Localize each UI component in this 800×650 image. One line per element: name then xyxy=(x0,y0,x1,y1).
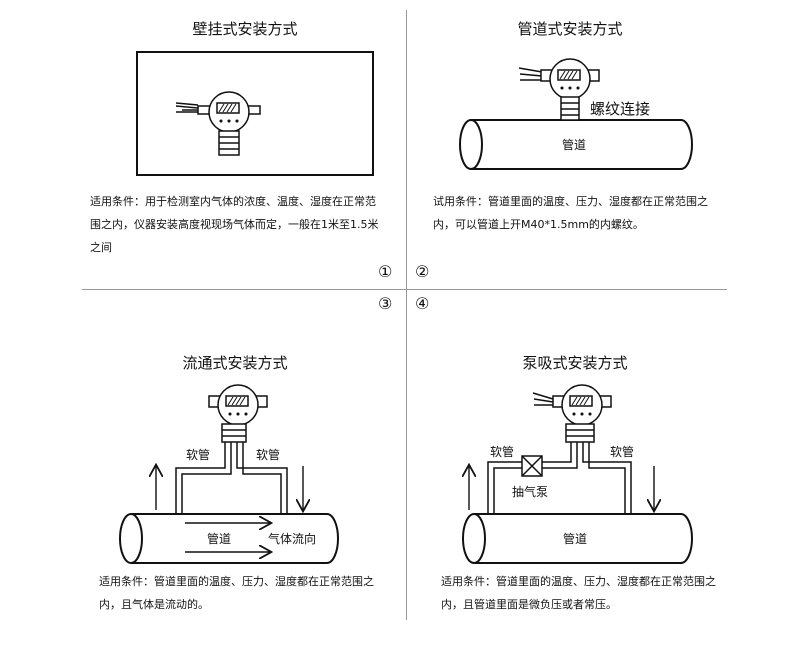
hose-right-label-3: 软管 xyxy=(256,448,281,462)
panel-2-title: 管道式安装方式 xyxy=(517,20,623,38)
hoses-4 xyxy=(487,442,632,514)
detector-1 xyxy=(175,91,261,156)
thread-connection-label: 螺纹连接 xyxy=(590,100,651,118)
marker-1: ① xyxy=(378,262,393,281)
pipe-label-3: 管道 xyxy=(207,532,232,546)
panel-1-note: 适用条件：用于检测室内气体的浓度、温度、湿度在正常范围之内，仪器安装高度视现场气… xyxy=(90,195,379,254)
gas-flow-label: 气体流向 xyxy=(268,532,317,546)
flow-arrows-3 xyxy=(156,466,303,552)
hose-right-label-4: 软管 xyxy=(610,445,635,459)
pipe-label-2: 管道 xyxy=(562,138,587,152)
detector-4 xyxy=(532,384,612,443)
pipe-2 xyxy=(459,119,693,170)
detector-2 xyxy=(518,58,600,121)
marker-4: ④ xyxy=(415,294,430,313)
panel-1-title: 壁挂式安装方式 xyxy=(192,20,298,38)
vertical-divider xyxy=(406,10,407,620)
detector-3 xyxy=(208,384,268,443)
marker-3: ③ xyxy=(378,294,393,313)
panel-2-note: 试用条件：管道里面的温度、压力、湿度都在正常范围之内，可以管道上开M40*1.5… xyxy=(433,195,708,231)
pump-box xyxy=(521,455,543,477)
panel-3-note: 适用条件：管道里面的温度、压力、湿度都在正常范围之内，且气体是流动的。 xyxy=(99,575,374,611)
panel-4-note: 适用条件：管道里面的温度、压力、湿度都在正常范围之内，且管道里面是微负压或者常压… xyxy=(441,575,716,611)
pipe-label-4: 管道 xyxy=(563,532,588,546)
wall-board xyxy=(136,51,374,176)
marker-2: ② xyxy=(415,262,430,281)
hoses-3 xyxy=(175,442,288,514)
pump-label: 抽气泵 xyxy=(512,485,549,499)
flow-arrows-4 xyxy=(469,466,654,510)
pipe-4 xyxy=(462,513,693,564)
horizontal-divider xyxy=(82,289,727,290)
hose-left-label-3: 软管 xyxy=(186,448,211,462)
pipe-3 xyxy=(119,513,339,564)
hose-left-label-4: 软管 xyxy=(490,445,515,459)
panel-3-title: 流通式安装方式 xyxy=(182,354,288,372)
panel-4-title: 泵吸式安装方式 xyxy=(522,354,628,372)
